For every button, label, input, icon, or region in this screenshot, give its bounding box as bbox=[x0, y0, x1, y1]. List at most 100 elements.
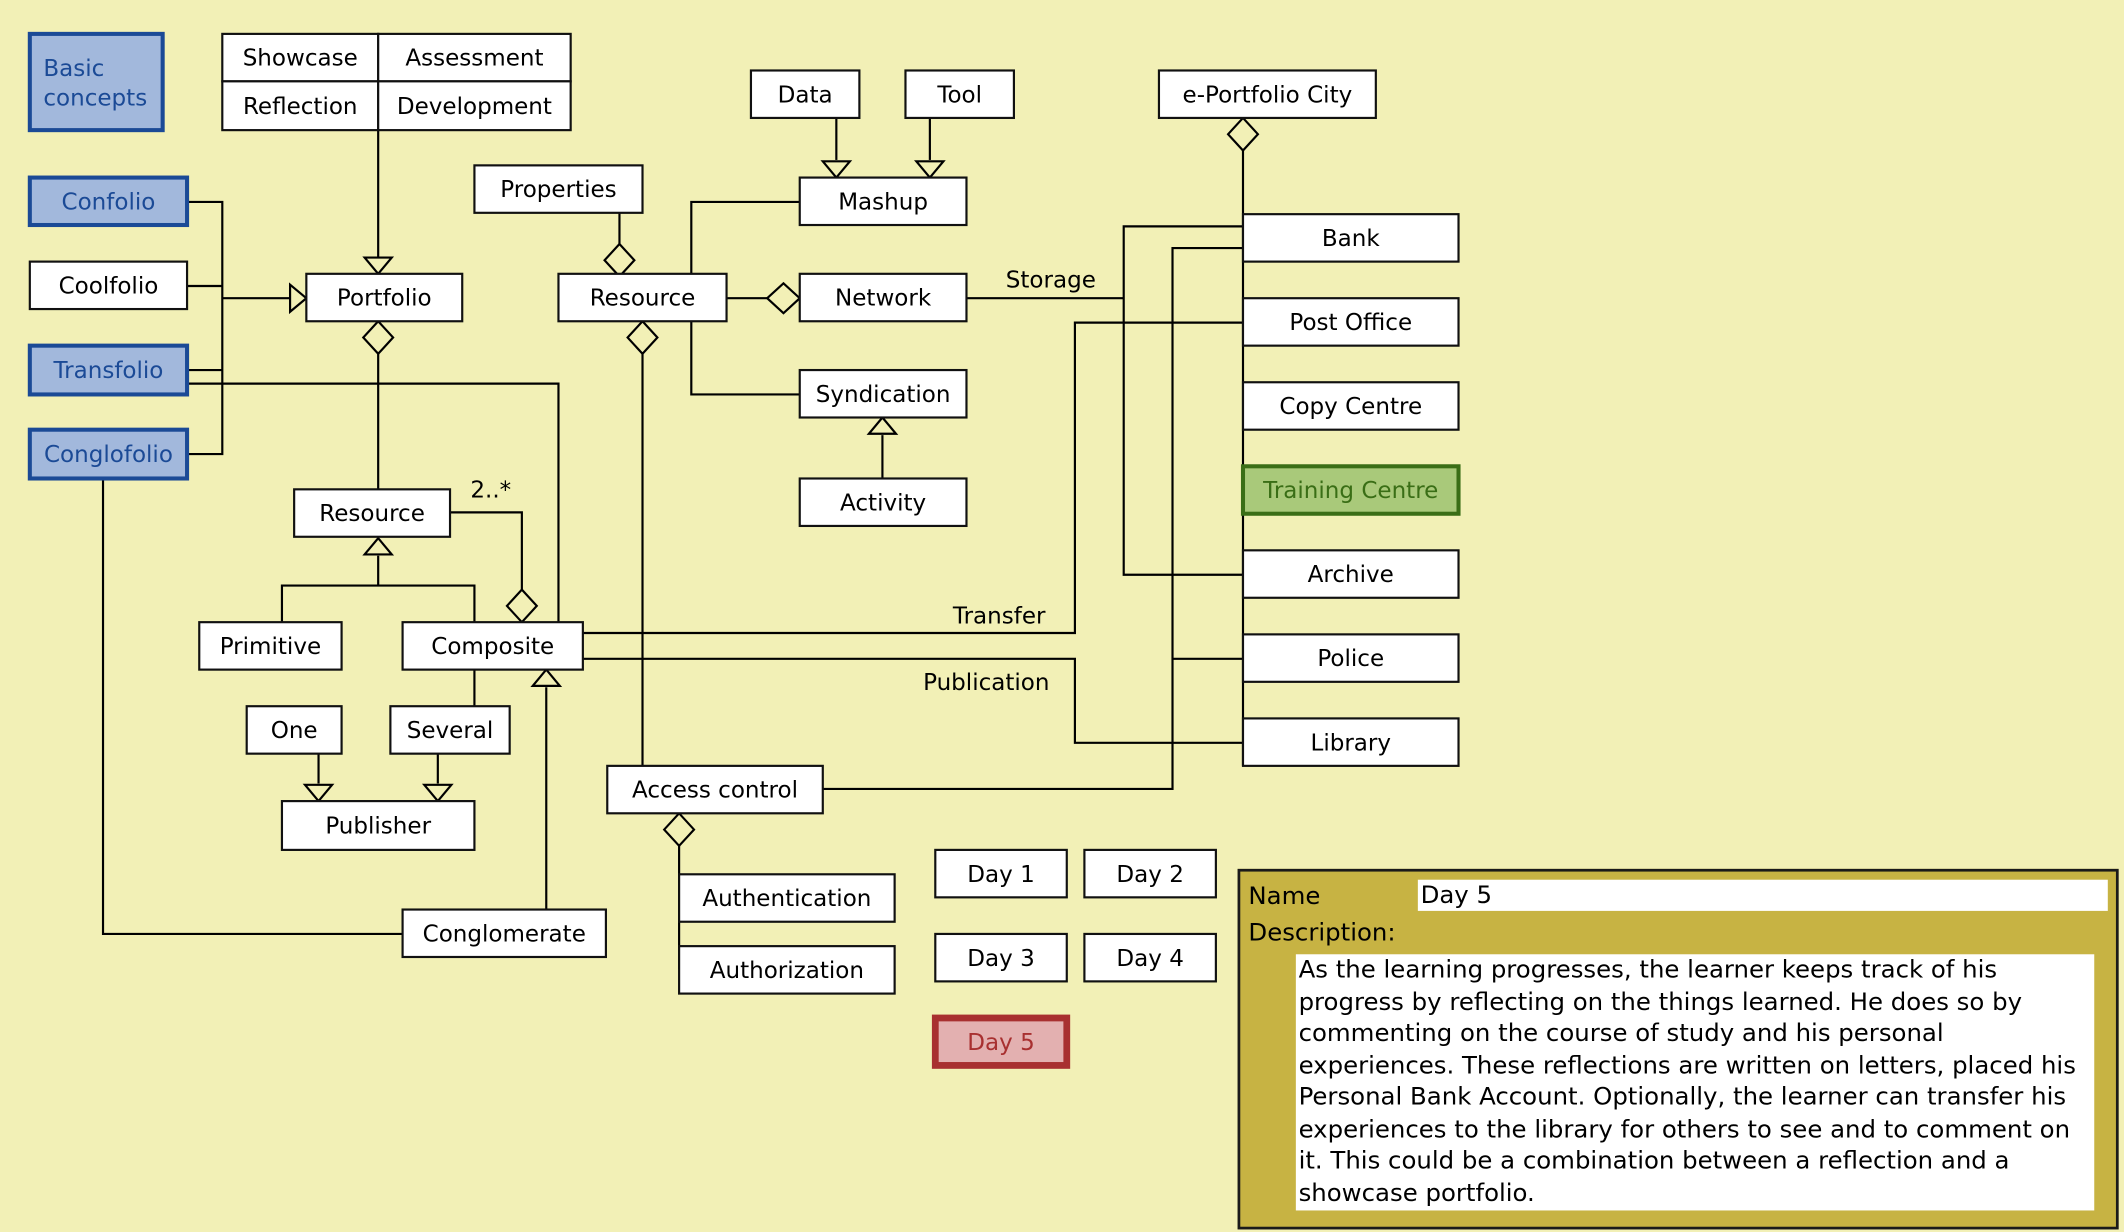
node-label: Assessment bbox=[405, 46, 543, 72]
node-primitive[interactable]: Primitive bbox=[198, 621, 343, 671]
node-label: Day 4 bbox=[1116, 946, 1183, 972]
node-box bbox=[934, 932, 1068, 983]
node-label: Conglofolio bbox=[44, 442, 173, 468]
node-box bbox=[934, 848, 1068, 899]
node-label: Coolfolio bbox=[59, 273, 159, 299]
node-box bbox=[798, 368, 968, 419]
connector-line bbox=[582, 321, 1243, 635]
description-textarea[interactable]: As the learning progresses, the learner … bbox=[1295, 954, 2095, 1211]
node-label: Properties bbox=[500, 177, 616, 203]
node-day1[interactable]: Day 1 bbox=[934, 848, 1068, 899]
node-transfolio[interactable]: Transfolio bbox=[27, 343, 190, 397]
node-label: Day 1 bbox=[967, 862, 1034, 888]
aggregation-diamond-icon bbox=[361, 319, 395, 356]
node-conglomerate[interactable]: Conglomerate bbox=[401, 908, 607, 959]
node-data[interactable]: Data bbox=[749, 69, 861, 120]
edge-label-multiplicity: 2..* bbox=[470, 477, 511, 503]
node-resource-left[interactable]: Resource bbox=[293, 488, 452, 538]
node-one[interactable]: One bbox=[245, 705, 343, 755]
node-label: One bbox=[271, 718, 318, 744]
node-post-office[interactable]: Post Office bbox=[1241, 297, 1460, 347]
generalization-arrow-icon bbox=[914, 160, 946, 180]
node-network[interactable]: Network bbox=[798, 272, 968, 323]
node-box bbox=[27, 175, 190, 228]
node-archive[interactable]: Archive bbox=[1241, 549, 1460, 599]
node-tool[interactable]: Tool bbox=[904, 69, 1015, 120]
node-mashup[interactable]: Mashup bbox=[798, 176, 968, 227]
node-authorization[interactable]: Authorization bbox=[678, 945, 896, 995]
node-assessment[interactable]: Assessment bbox=[377, 32, 572, 83]
node-reflection[interactable]: Reflection bbox=[221, 80, 380, 132]
node-composite[interactable]: Composite bbox=[401, 621, 584, 671]
node-day4[interactable]: Day 4 bbox=[1083, 932, 1217, 983]
node-box bbox=[678, 945, 896, 995]
node-several[interactable]: Several bbox=[389, 705, 511, 755]
edge-label-transfer: Transfer bbox=[952, 604, 1046, 630]
node-box bbox=[749, 69, 861, 120]
generalization-arrow-icon bbox=[302, 783, 335, 803]
aggregation-diamond-icon bbox=[662, 811, 696, 848]
node-box bbox=[377, 32, 572, 83]
node-access-control[interactable]: Access control bbox=[606, 764, 824, 815]
node-label: Activity bbox=[840, 490, 926, 516]
node-box bbox=[1157, 69, 1377, 120]
node-copy-centre[interactable]: Copy Centre bbox=[1241, 381, 1460, 431]
node-label: Bank bbox=[1322, 226, 1381, 252]
node-library[interactable]: Library bbox=[1241, 717, 1460, 767]
node-conglofolio[interactable]: Conglofolio bbox=[27, 427, 190, 481]
connector-line bbox=[582, 657, 1243, 744]
node-box bbox=[28, 260, 189, 311]
node-box bbox=[1241, 213, 1460, 263]
node-publisher[interactable]: Publisher bbox=[280, 800, 476, 851]
node-label: Mashup bbox=[838, 189, 928, 215]
generalization-arrow-icon bbox=[820, 160, 853, 180]
node-label: Library bbox=[1310, 730, 1391, 756]
node-day3[interactable]: Day 3 bbox=[934, 932, 1068, 983]
connector-line bbox=[690, 200, 800, 274]
node-box bbox=[27, 31, 165, 133]
node-syndication[interactable]: Syndication bbox=[798, 368, 968, 419]
connector-line bbox=[450, 511, 523, 593]
node-box bbox=[798, 477, 968, 528]
node-label: Day 3 bbox=[967, 946, 1034, 972]
name-label: Name bbox=[1248, 882, 1321, 911]
node-box bbox=[1241, 381, 1460, 431]
node-resource-top[interactable]: Resource bbox=[557, 272, 728, 323]
name-input[interactable]: Day 5 bbox=[1417, 879, 2108, 911]
node-box bbox=[798, 176, 968, 227]
node-showcase[interactable]: Showcase bbox=[221, 32, 380, 83]
node-box bbox=[1241, 549, 1460, 599]
node-coolfolio[interactable]: Coolfolio bbox=[28, 260, 189, 311]
node-box bbox=[1241, 297, 1460, 347]
node-label: Publisher bbox=[325, 814, 431, 840]
node-label: Police bbox=[1317, 646, 1384, 672]
node-development[interactable]: Development bbox=[377, 80, 572, 132]
generalization-arrow-icon bbox=[421, 783, 454, 803]
node-bank[interactable]: Bank bbox=[1241, 213, 1460, 263]
node-box bbox=[904, 69, 1015, 120]
node-label: Portfolio bbox=[337, 286, 432, 312]
node-activity[interactable]: Activity bbox=[798, 477, 968, 528]
node-label: Conglomerate bbox=[423, 921, 586, 947]
node-properties-popup: Name Day 5 Description: As the learning … bbox=[1237, 868, 2119, 1230]
node-confolio[interactable]: Confolio bbox=[27, 175, 190, 228]
node-day2[interactable]: Day 2 bbox=[1083, 848, 1217, 899]
node-label: Access control bbox=[632, 778, 798, 804]
node-police[interactable]: Police bbox=[1241, 633, 1460, 683]
node-day5[interactable]: Day 5 bbox=[931, 1014, 1071, 1069]
node-label: Archive bbox=[1308, 562, 1394, 588]
node-training-centre[interactable]: Training Centre bbox=[1240, 464, 1461, 516]
node-city[interactable]: e-Portfolio City bbox=[1157, 69, 1377, 120]
node-box bbox=[931, 1014, 1071, 1069]
node-authentication[interactable]: Authentication bbox=[678, 873, 896, 923]
generalization-arrow-icon bbox=[866, 415, 899, 435]
connector-line bbox=[280, 584, 476, 623]
node-portfolio[interactable]: Portfolio bbox=[305, 272, 464, 323]
generalization-arrow-icon bbox=[288, 282, 309, 315]
node-box bbox=[1083, 848, 1217, 899]
node-properties[interactable]: Properties bbox=[473, 164, 644, 214]
aggregation-diamond-icon bbox=[505, 588, 539, 624]
